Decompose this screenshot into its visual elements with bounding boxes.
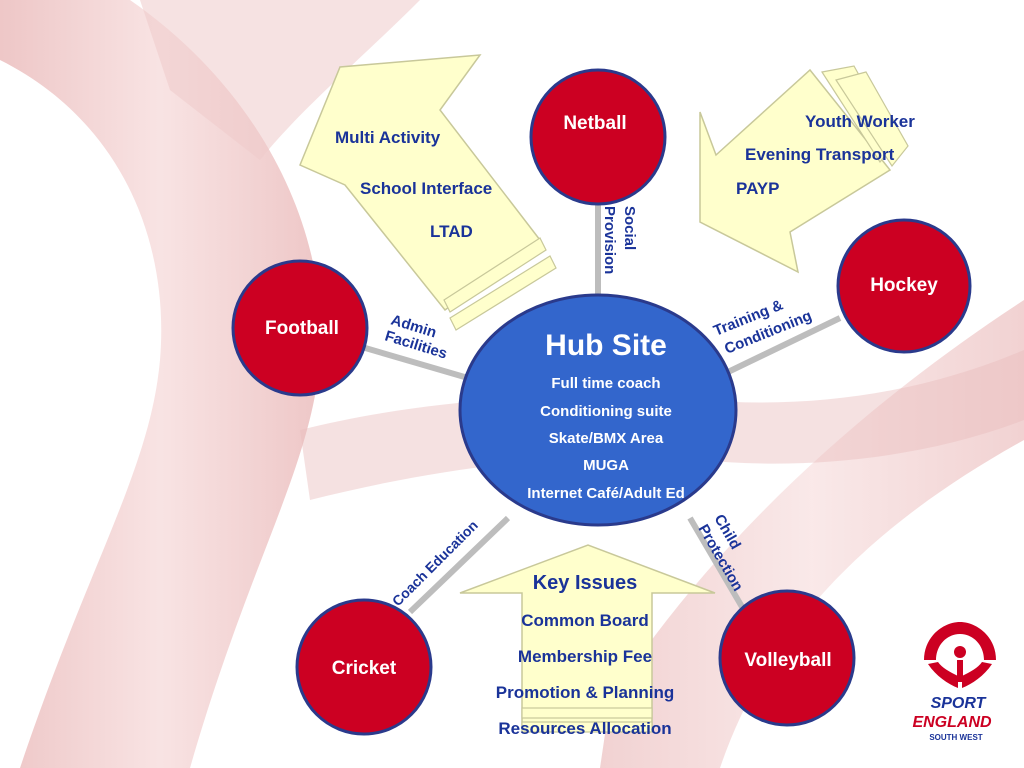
logo-line-south-west: SOUTH WEST (929, 733, 982, 742)
key-issue-resources-allocation: Resources Allocation (498, 719, 671, 738)
hub-item-conditioning-suite: Conditioning suite (540, 403, 672, 420)
connector-cricket (407, 515, 511, 615)
arrow-item-ltad: LTAD (430, 222, 473, 241)
hub-item-skate-bmx: Skate/BMX Area (549, 430, 664, 447)
hub-title: Hub Site (545, 329, 667, 362)
right-down-arrow: Youth Worker Evening Transport PAYP (699, 65, 915, 274)
sport-england-logo: SPORT ENGLAND SOUTH WEST (912, 622, 996, 742)
node-volleyball[interactable]: Volleyball (718, 589, 856, 727)
sport-england-emblem-icon (924, 622, 996, 688)
hub-site[interactable]: Hub Site Full time coach Conditioning su… (458, 293, 738, 527)
node-netball[interactable]: Netball (529, 68, 667, 206)
connector-football (354, 342, 469, 381)
arrow-item-school-interface: School Interface (360, 179, 492, 198)
label-coach-education: Coach Education (389, 517, 481, 609)
node-cricket-label: Cricket (332, 658, 397, 679)
hub-item-internet-cafe: Internet Café/Adult Ed (527, 485, 685, 502)
arrow-item-multi-activity: Multi Activity (335, 128, 441, 147)
node-hockey-label: Hockey (870, 275, 938, 296)
key-issue-common-board: Common Board (521, 611, 649, 630)
logo-line-england: ENGLAND (912, 714, 992, 731)
node-hockey[interactable]: Hockey (836, 218, 972, 354)
node-volleyball-label: Volleyball (744, 650, 831, 671)
bottom-up-arrow: Key Issues Common Board Membership Fee P… (459, 544, 716, 738)
left-up-arrow: Multi Activity School Interface LTAD (299, 54, 557, 331)
key-issue-promotion-planning: Promotion & Planning (496, 683, 675, 702)
label-social-provision-2: Provision (601, 206, 618, 274)
hub-item-muga: MUGA (583, 457, 629, 474)
connector-hockey (726, 315, 842, 375)
connector-volleyball (687, 516, 748, 614)
arrow-item-payp: PAYP (736, 179, 779, 198)
node-football[interactable]: Football (231, 259, 369, 397)
arrow-item-evening-transport: Evening Transport (745, 145, 895, 164)
logo-line-sport: SPORT (931, 695, 987, 712)
node-netball-label: Netball (563, 113, 626, 134)
key-issues-title: Key Issues (533, 572, 638, 594)
arrow-item-youth-worker: Youth Worker (805, 112, 915, 131)
node-cricket[interactable]: Cricket (295, 598, 433, 736)
label-social-provision-1: Social (621, 206, 638, 250)
hub-item-full-time-coach: Full time coach (551, 375, 660, 392)
key-issue-membership-fee: Membership Fee (518, 647, 652, 666)
node-football-label: Football (265, 318, 339, 339)
